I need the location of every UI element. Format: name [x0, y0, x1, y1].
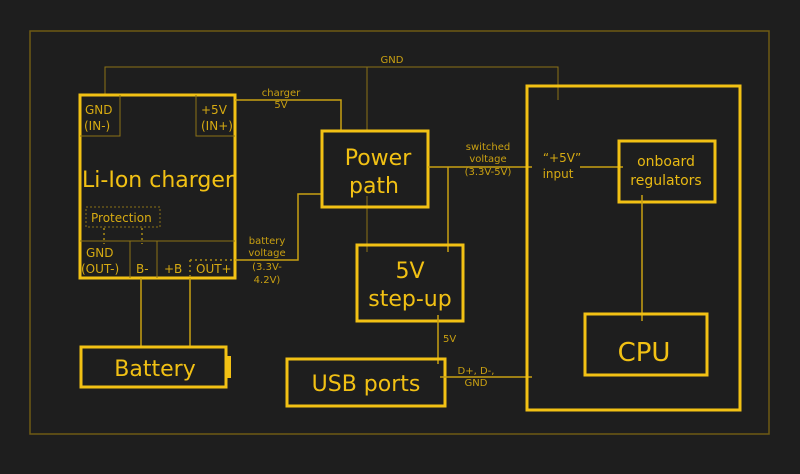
battery-block[interactable]: Battery	[79, 345, 231, 389]
switched-voltage-label-line2: voltage	[469, 154, 506, 165]
pin-b-plus: +B	[164, 262, 182, 276]
pin-out-plus: OUT+	[196, 262, 232, 276]
board-block[interactable]: “+5V” input onboard regulators CPU	[525, 84, 742, 412]
pin-5v-in-line2: (IN+)	[201, 119, 233, 133]
pin-gnd-out-line1: GND	[86, 246, 114, 260]
5v-in-pin-box	[195, 95, 235, 137]
battery-voltage-label-line4: 4.2V)	[254, 275, 281, 286]
li-ion-charger-block[interactable]: GND (IN-) +5V (IN+) Li-Ion charger Prote…	[78, 93, 237, 280]
charger-title: Li-Ion charger	[82, 168, 235, 193]
protection-box	[85, 206, 161, 228]
regulators-label-line2: regulators	[630, 173, 701, 189]
charger-5v-wire	[235, 99, 342, 132]
pin-b-minus: B-	[136, 262, 149, 276]
step-up-box	[355, 243, 465, 323]
regulators-box	[617, 139, 717, 204]
pin-5v-in-line1: +5V	[201, 103, 228, 117]
board-input-label-line2: input	[543, 167, 574, 181]
usb-ports-title: USB ports	[312, 372, 421, 397]
battery-title: Battery	[114, 357, 195, 382]
pin-gnd-in-line2: (IN-)	[84, 119, 110, 133]
usb-ports-box	[285, 357, 447, 408]
usb-ports-block[interactable]: USB ports	[285, 357, 447, 408]
gnd-bus-wire	[104, 66, 559, 100]
cpu-label: CPU	[618, 338, 671, 368]
board-input-label-line1: “+5V”	[543, 151, 581, 165]
charger-5v-label-line1: charger	[262, 88, 301, 99]
step-up-title-line1: 5V	[395, 259, 424, 284]
usb-5v-label: 5V	[443, 334, 456, 345]
power-path-block[interactable]: Power path	[320, 129, 430, 209]
usb-data-label-line2: GND	[465, 378, 488, 389]
power-path-title-line2: path	[349, 174, 399, 199]
switched-voltage-label-line3: (3.3V-5V)	[465, 167, 512, 178]
battery-voltage-label-line3: (3.3V-	[252, 262, 282, 273]
step-up-block[interactable]: 5V step-up	[355, 243, 465, 323]
gnd-in-pin-box	[80, 95, 121, 137]
pin-gnd-out-line2: (OUT-)	[81, 262, 119, 276]
power-path-title-line1: Power	[345, 146, 412, 171]
battery-voltage-label-line1: battery	[249, 236, 286, 247]
protection-label: Protection	[91, 211, 152, 225]
pin-gnd-in-line1: GND	[85, 103, 113, 117]
switched-voltage-label-line1: switched	[466, 142, 510, 153]
usb-data-label-line1: D+, D-,	[458, 366, 495, 377]
charger-5v-label-line2: 5V	[274, 100, 287, 111]
gnd-bus-label: GND	[381, 55, 404, 66]
battery-voltage-wire	[235, 193, 323, 261]
board-box	[525, 84, 742, 412]
step-up-title-line2: step-up	[368, 287, 451, 312]
regulators-label-line1: onboard	[637, 154, 695, 170]
cpu-box	[583, 312, 709, 377]
outer-frame	[29, 30, 770, 435]
power-path-box	[320, 129, 430, 209]
battery-voltage-label-line2: voltage	[248, 248, 285, 259]
battery-terminal-icon	[226, 356, 231, 378]
